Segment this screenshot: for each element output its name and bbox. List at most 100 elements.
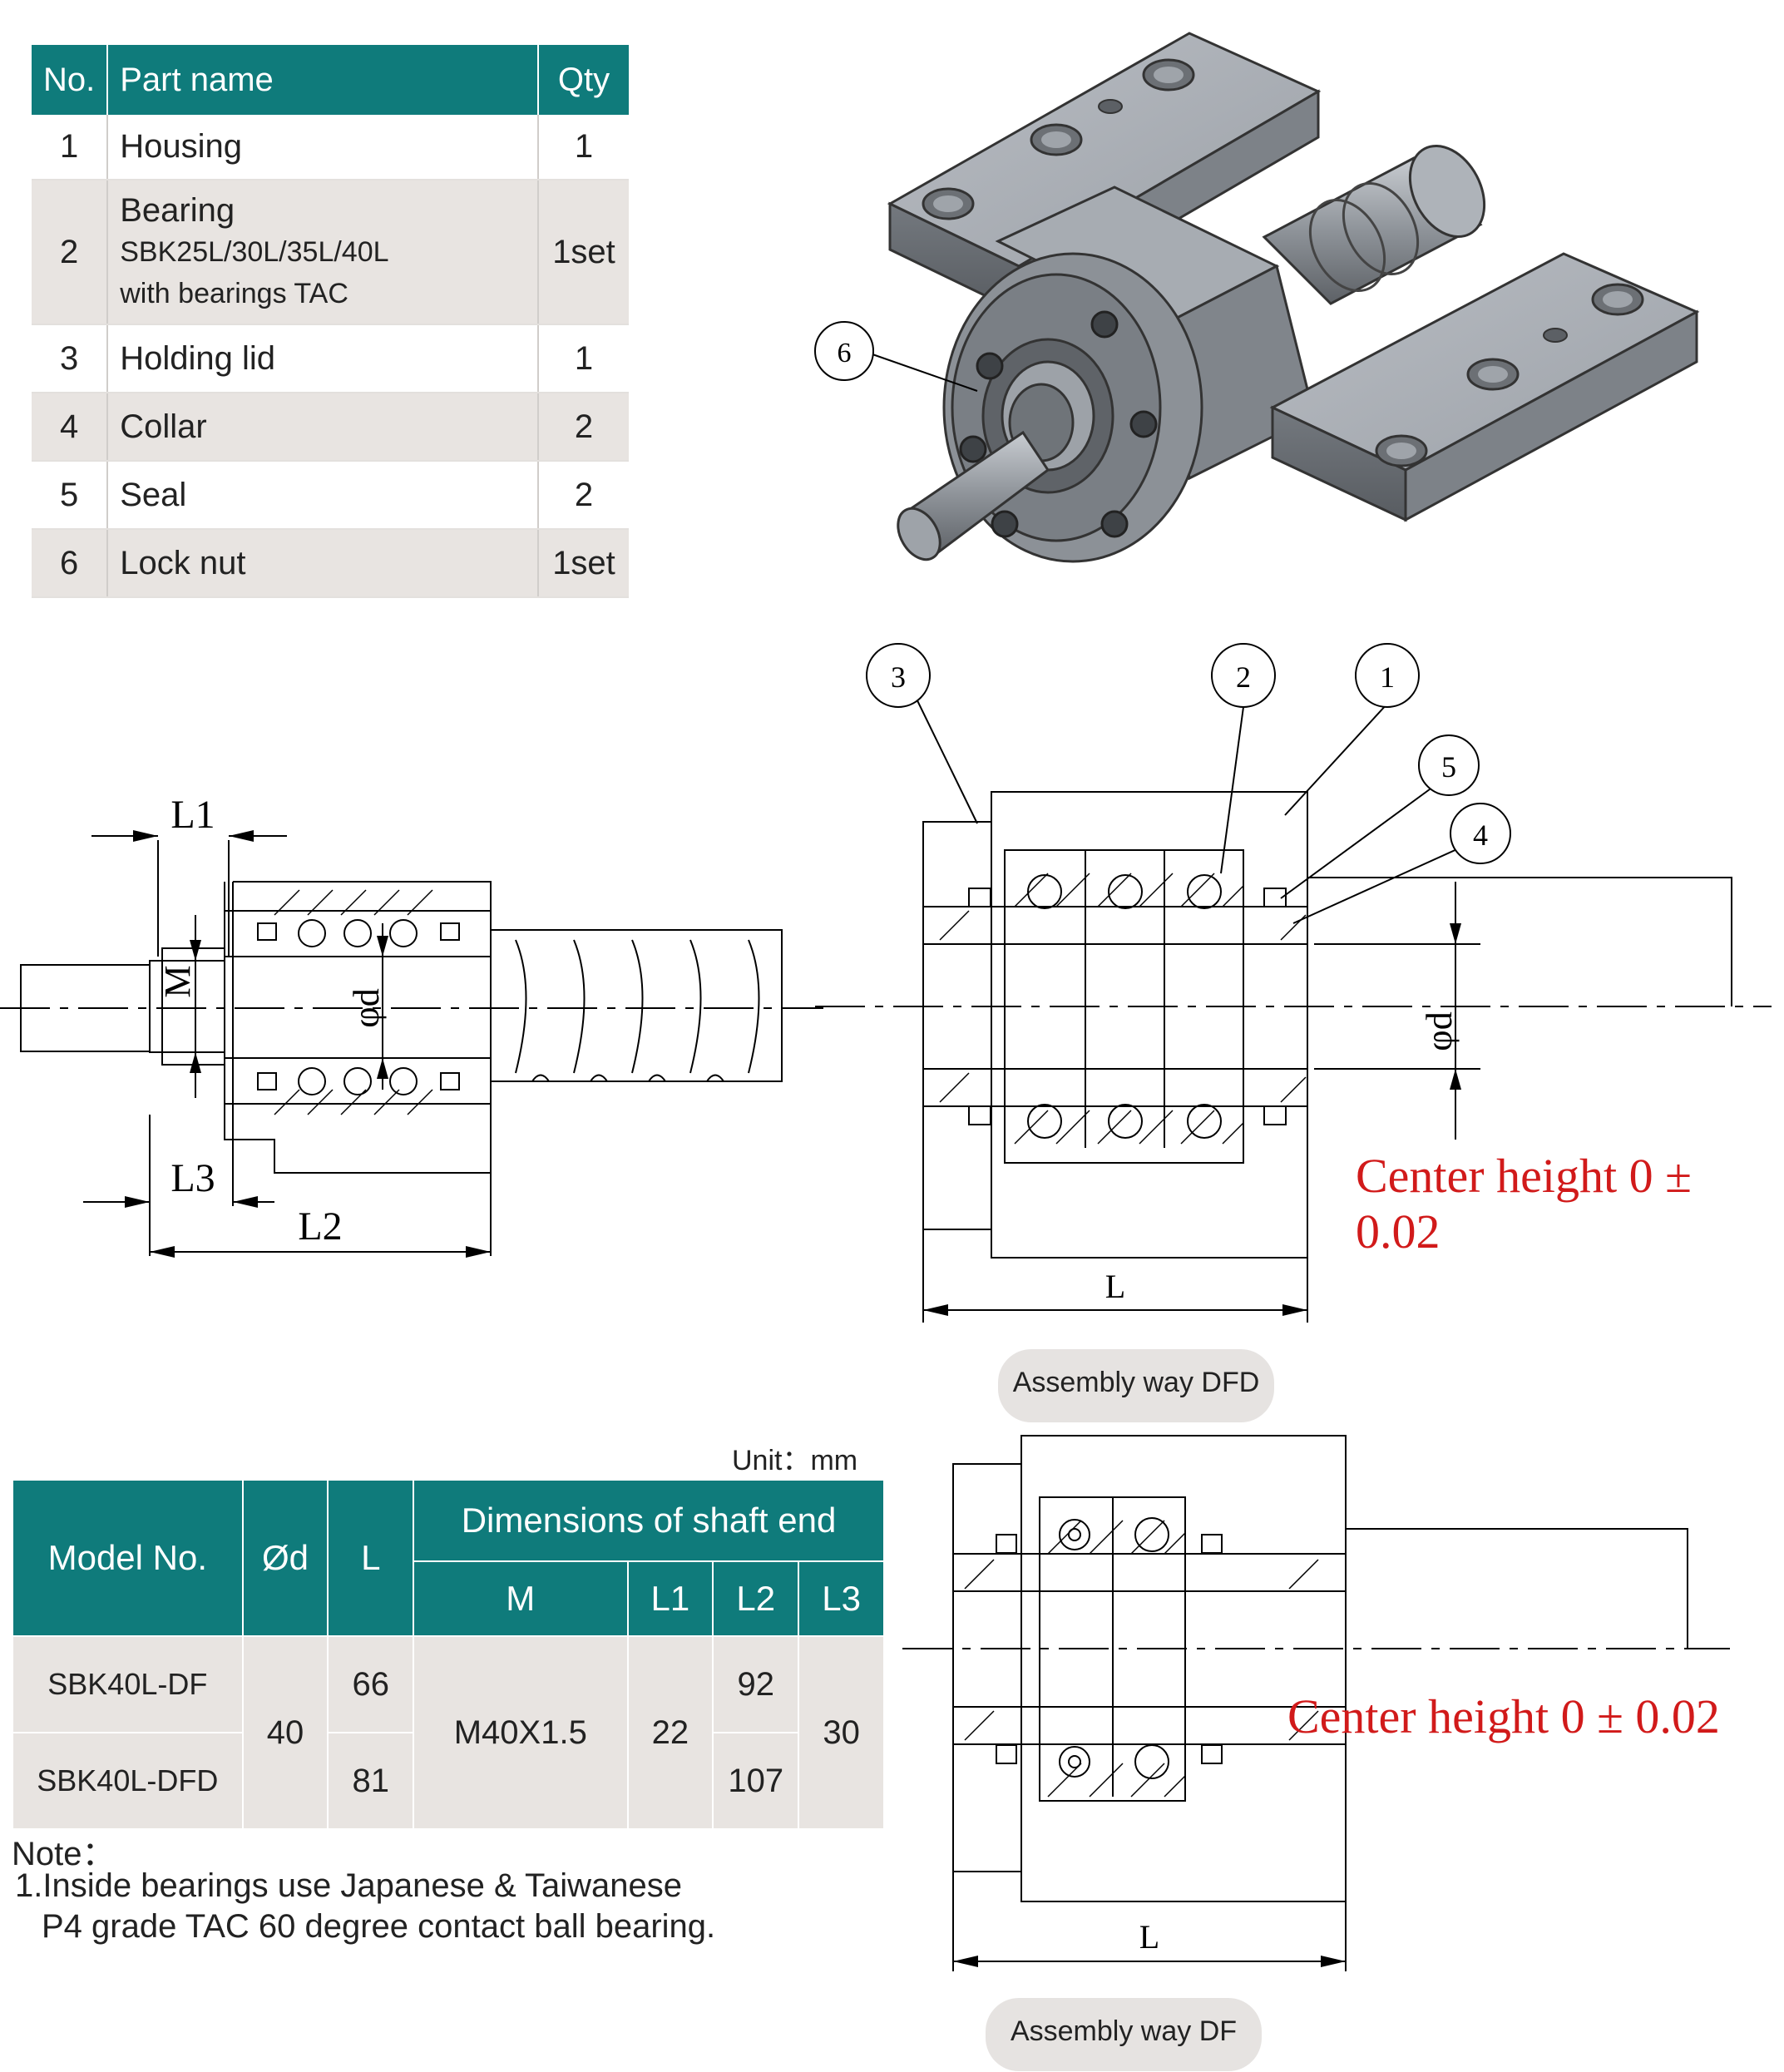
dim-L-dfd: L [923,1268,1307,1316]
holding-lid-outline [922,821,992,1230]
table-row: SBK40L-DFD 81 107 [12,1732,884,1830]
dim-L2-label: L2 [298,1204,342,1249]
lower-mount-block [1269,252,1700,522]
holding-lid-outline-df [952,1463,1022,1872]
row-qty: 1 [538,115,629,180]
dim-phi-d-left-label: φd [346,988,387,1027]
dim-L-df: L [953,1918,1346,1967]
L3-value: 30 [798,1635,885,1830]
header-phi-d: Ød [241,1479,329,1637]
balloon-1-label: 1 [1380,660,1395,694]
row-name: Lock nut [107,529,539,598]
dfd-section-drawing: φd L 3 2 1 5 4 [815,643,1772,1323]
parts-table: No. Part name Qty 1 Housing 1 2 Bearing … [32,45,629,598]
table-row: 4 Collar 2 [32,393,629,462]
dim-L-df-label: L [1139,1918,1159,1956]
header-L1: L1 [626,1560,714,1637]
dim-L2: L2 [150,1204,491,1258]
phi-d-value: 40 [241,1635,329,1830]
balloon-3-label: 3 [891,660,906,694]
table-row: 1 Housing 1 [32,115,629,180]
table-row: SBK40L-DF 40 66 M40X1.5 22 92 30 [12,1635,885,1830]
row-no: 5 [32,461,109,530]
table-row: 6 Lock nut 1set [32,529,629,598]
L1-value: 22 [626,1635,714,1830]
row-name: Housing [107,115,539,180]
row-qty: 2 [538,393,629,462]
dim-M-label: M [157,965,198,997]
L-value: 66 [327,1635,415,1733]
M-value: M40X1.5 [413,1635,629,1830]
header-model-no: Model No. [12,1479,244,1637]
note-line-2: P4 grade TAC 60 degree contact ball bear… [42,1908,716,1945]
note-line-1: 1.Inside bearings use Japanese & Taiwane… [15,1867,683,1904]
row-no: 2 [32,180,109,325]
balloon-6-label: 6 [838,338,852,368]
shaft-outline-df [1346,1528,1688,1649]
header-L3: L3 [798,1560,885,1637]
dim-phi-d-right-label: φd [1419,1011,1460,1051]
row-qty: 1set [538,529,629,598]
housing-outline [224,881,492,1174]
spec-header-row-2: M L1 L2 L3 [12,1560,885,1637]
header-M: M [413,1560,629,1637]
shaft-end-section-drawing: L1 M φd L3 L2 [0,793,823,1258]
screw-shaft-outline [491,929,783,1082]
model-no: SBK40L-DF [12,1635,244,1733]
table-row: 3 Holding lid 1 [32,324,629,393]
spec-table: Model No. Ød L Dimensions of shaft end M… [12,1479,885,1830]
header-no: No. [32,45,109,115]
note-title: Note： [12,1836,116,1872]
dim-phi-d-right: φd [1314,882,1480,1140]
row-name-cell: Bearing SBK25L/30L/35L/40L with bearings… [107,180,539,325]
leader-line-6 [857,349,978,392]
balloon-2-label: 2 [1236,660,1251,694]
header-L: L [327,1479,415,1637]
shaft-outline-dfd [1307,877,1732,1006]
ball-screw-shaft [1262,144,1486,305]
row-qty: 2 [538,461,629,530]
row-name: Collar [107,393,539,462]
row-sub-models: SBK25L/30L/35L/40L [120,236,389,268]
shaft-end [897,430,1050,561]
assembly-way-dfd-caption: Assembly way DFD [998,1349,1274,1422]
L2-value: 92 [712,1635,800,1733]
parts-table-header: No. Part name Qty [32,45,629,115]
row-name: Holding lid [107,324,539,393]
row-no: 1 [32,115,109,180]
header-shaft-end: Dimensions of shaft end [413,1479,885,1562]
row-no: 4 [32,393,109,462]
L2-value: 107 [712,1732,800,1830]
row-sub-bearings: with bearings TAC [120,278,348,309]
dim-M: M [157,915,201,1098]
upper-mount-block [887,32,1322,314]
header-part-name: Part name [107,45,539,115]
balloons-dfd: 3 2 1 5 4 [866,643,1511,924]
header-qty: Qty [538,45,629,115]
row-no: 6 [32,529,109,598]
dim-L-dfd-label: L [1105,1268,1125,1305]
unit-label: Unit：mm [732,1445,858,1476]
center-height-note-df: Center height 0 ± 0.02 [1287,1689,1720,1743]
balloon-4-label: 4 [1473,818,1488,852]
df-section-drawing: L [902,1435,1730,1971]
table-row: 2 Bearing SBK25L/30L/35L/40L with bearin… [32,180,629,325]
row-qty: 1 [538,324,629,393]
center-height-note-dfd: Center height 0 ± 0.02 [1356,1149,1692,1259]
row-name: Seal [107,461,539,530]
dim-L1: L1 [91,793,287,842]
dim-L3-label: L3 [170,1156,215,1200]
balloon-6 [814,321,874,381]
L-value: 81 [327,1732,415,1830]
table-row: 5 Seal 2 [32,461,629,530]
row-qty: 1set [538,180,629,325]
isometric-part-illustration: 6 [814,32,1700,563]
balloon-5-label: 5 [1441,750,1456,784]
dim-phi-d-left: φd [346,923,388,1090]
row-no: 3 [32,324,109,393]
model-no: SBK40L-DFD [12,1732,244,1830]
assembly-way-df-caption: Assembly way DF [986,1998,1262,2071]
housing-outline-df [1020,1435,1347,1902]
dim-L1-label: L1 [170,793,215,837]
header-L2: L2 [712,1560,800,1637]
